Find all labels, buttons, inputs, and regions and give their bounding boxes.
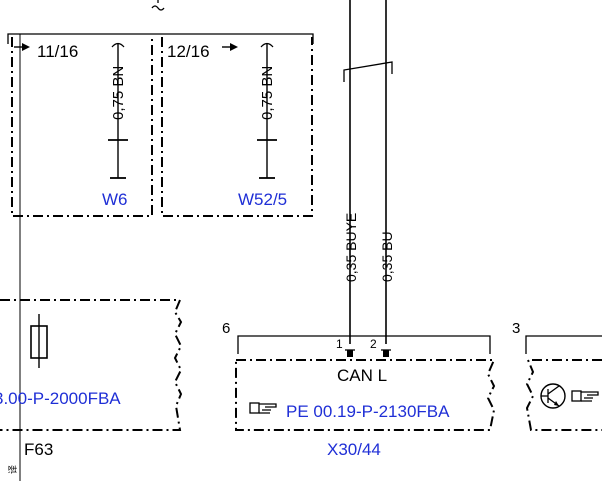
wire-label-right: 0,75 BN [259,66,276,120]
connector-component-id[interactable]: X30/44 [327,440,381,459]
connector-doc-ref[interactable]: PE 00.19-P-2130FBA [286,402,450,421]
pin-2-label: 2 [370,337,377,351]
pin-1-label: 1 [336,337,343,351]
transistor-icon [540,383,566,409]
pointing-hand-icon-right[interactable] [571,390,599,402]
ground-label-left[interactable]: W6 [102,190,128,209]
wire-label-can-2: 0,35 BU [379,231,395,282]
right-pin-count: 3 [512,320,520,337]
branch-box-right: 12/16 0,75 BN W52/5 [161,37,313,217]
connector-signal-label: CAN L [337,366,387,385]
fuse-component-id: F63 [24,440,53,459]
upper-frame [7,0,314,44]
fuse-box: 3.00-P-2000FBA F63 译 [0,299,183,474]
connector-pin-count: 6 [222,320,230,337]
branch-box-left: 11/16 0,75 BN W6 [11,37,153,217]
connector-box: 6 1 2 CAN L PE 00.19-P-2130FBA X30/44 [222,320,496,459]
fuse-doc-ref[interactable]: 3.00-P-2000FBA [0,389,121,408]
can-bus-wires [343,0,393,344]
connector-pin-2 [383,350,389,357]
right-component-box: 3 [512,320,602,431]
wire-label-left: 0,75 BN [110,66,127,120]
ground-label-right[interactable]: W52/5 [238,190,287,209]
fuse-side-text: 译 [8,465,18,474]
ref-label-right: 12/16 [167,42,210,61]
wire-label-can-1: 0,35 BUYE [343,213,359,282]
connector-pin-1 [347,350,353,357]
ref-label-left: 11/16 [37,42,78,61]
pointing-hand-icon[interactable] [249,402,277,414]
